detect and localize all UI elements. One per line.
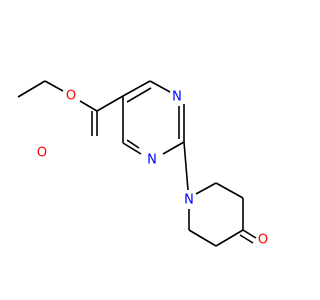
bond-n3-c4-inner: [126, 139, 140, 149]
pyrimidine-nitrogen-bottom-label: N: [147, 153, 157, 168]
bond-c2-n3: [162, 141, 185, 155]
bond-c5-c6: [122, 80, 151, 97]
pyrimidine-nitrogen-top-label: N: [172, 90, 182, 105]
bond-c5-c6-inner: [126, 87, 152, 103]
bond-c2-npip: [183, 141, 189, 191]
bond-ccarbonyl-c5: [96, 95, 124, 112]
bonds: [17, 80, 257, 247]
bond-ch3-ch2: [17, 80, 46, 98]
bond-c2p-c3p: [215, 182, 244, 199]
carbonyl-oxygen-label: O: [37, 146, 47, 161]
ketone-oxygen-label: O: [258, 233, 268, 248]
bond-n3-c4: [122, 142, 142, 155]
bond-c5p-c6p: [188, 229, 217, 247]
atom-labels: O O N N N O: [37, 89, 268, 248]
bond-npip-c2p: [195, 182, 217, 195]
ether-oxygen-label: O: [66, 89, 76, 104]
bond-c6-n1: [149, 80, 171, 93]
piperidine-nitrogen-label: N: [184, 193, 194, 208]
bond-c4p-oketone-a: [242, 229, 257, 239]
bond-ch2-oether: [44, 80, 64, 92]
bond-oether-ccarbonyl: [79, 100, 98, 112]
bond-c4p-oketone-b: [239, 234, 254, 244]
bond-c4p-c5p: [215, 229, 244, 247]
molecule-structure: O O N N N O: [17, 80, 268, 248]
